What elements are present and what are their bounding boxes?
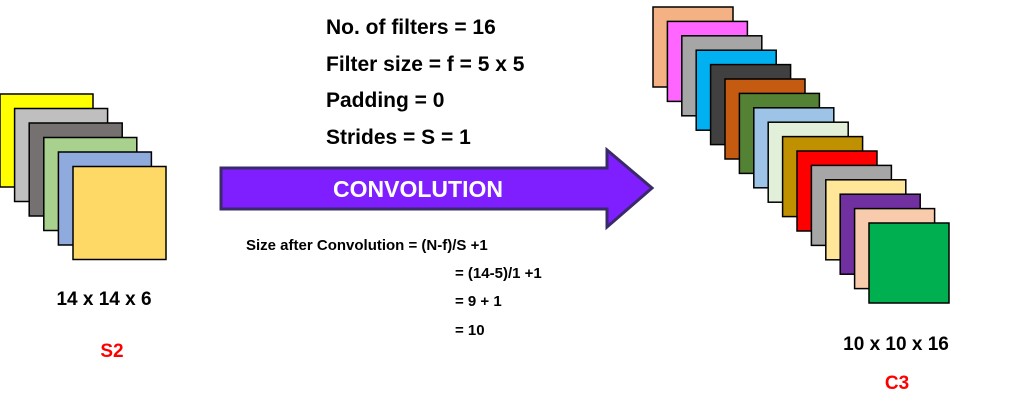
output-dimensions-label: 10 x 10 x 16 xyxy=(843,334,949,355)
output-layer-name: C3 xyxy=(885,373,909,394)
convolution-arrow-label: CONVOLUTION xyxy=(333,176,503,202)
size-calculation: Size after Convolution = (N-f)/S +1 = (1… xyxy=(246,237,542,339)
input-feature-map-stack xyxy=(0,93,167,261)
input-square-6 xyxy=(72,165,167,261)
calc-line-substitution: = (14-5)/1 +1 xyxy=(455,265,542,282)
convolution-arrow xyxy=(219,146,655,231)
padding-text: Padding = 0 xyxy=(326,89,444,112)
calc-line-formula: Size after Convolution = (N-f)/S +1 xyxy=(246,237,488,254)
calc-line-result: = 10 xyxy=(455,322,485,339)
num-filters-text: No. of filters = 16 xyxy=(326,16,496,39)
output-square-16 xyxy=(868,222,950,304)
calc-line-simplified: = 9 + 1 xyxy=(455,293,502,310)
input-dimensions-label: 14 x 14 x 6 xyxy=(56,289,151,310)
strides-text: Strides = S = 1 xyxy=(326,126,471,149)
output-feature-map-stack xyxy=(652,6,950,304)
filter-size-text: Filter size = f = 5 x 5 xyxy=(326,53,525,76)
convolution-parameters: No. of filters = 16 Filter size = f = 5 … xyxy=(326,16,525,149)
input-layer-name: S2 xyxy=(100,341,123,362)
